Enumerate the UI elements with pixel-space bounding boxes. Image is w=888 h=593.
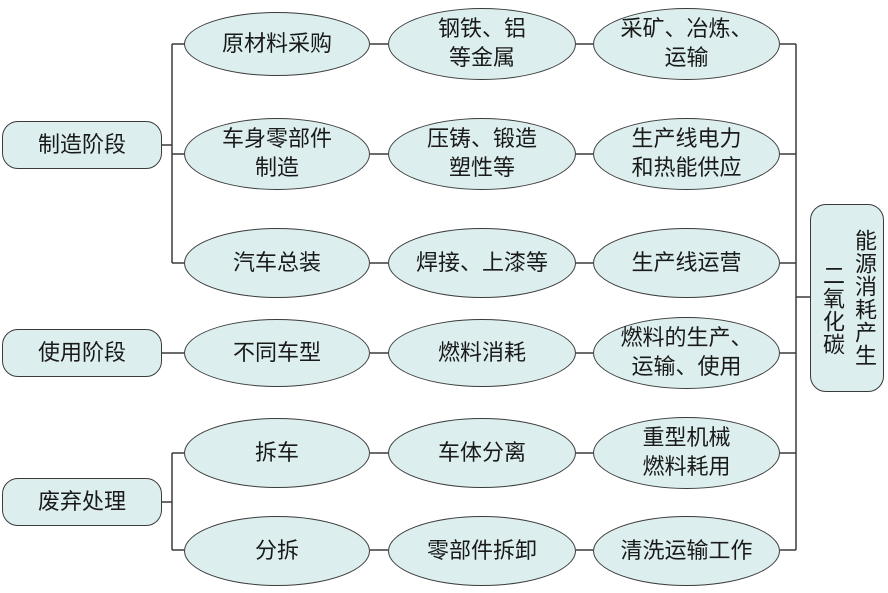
result-co2: 二氧化碳: [819, 264, 844, 356]
connector-c2-c3: [576, 43, 593, 551]
node-fuel: 燃料消耗: [388, 319, 576, 387]
node-parts-removal: 零部件拆卸: [388, 516, 576, 586]
node-cleaning: 清洗运输工作: [593, 516, 780, 586]
node-assembly: 汽车总装: [184, 228, 370, 298]
connector-c1-c2: [370, 43, 388, 551]
stage-disposal: 废弃处理: [2, 478, 162, 526]
node-body-parts: 车身零部件 制造: [184, 118, 370, 190]
node-vehicle-types: 不同车型: [184, 319, 370, 387]
node-welding: 焊接、上漆等: [388, 228, 576, 298]
node-power: 生产线电力 和热能供应: [593, 118, 780, 190]
result-box: 能源消耗产生 二氧化碳: [810, 204, 884, 392]
node-fuel-chain: 燃料的生产、 运输、使用: [593, 317, 780, 389]
connector-c3-result: [780, 43, 810, 551]
node-line-ops: 生产线运营: [593, 228, 780, 298]
connector-manufacturing: [162, 43, 184, 264]
node-mining: 采矿、冶炼、 运输: [593, 8, 780, 80]
connector-disposal: [162, 452, 184, 551]
node-body-separation: 车体分离: [388, 418, 576, 488]
result-energy: 能源消耗产生: [851, 229, 876, 367]
node-machinery: 重型机械 燃料耗用: [593, 417, 780, 489]
node-dismantle: 拆车: [184, 418, 370, 488]
stage-use: 使用阶段: [2, 329, 162, 377]
node-casting: 压铸、锻造 塑性等: [388, 118, 576, 190]
stage-manufacturing: 制造阶段: [2, 121, 162, 169]
node-raw-material: 原材料采购: [184, 12, 370, 76]
node-separate: 分拆: [184, 516, 370, 586]
node-metals: 钢铁、铝 等金属: [388, 8, 576, 80]
